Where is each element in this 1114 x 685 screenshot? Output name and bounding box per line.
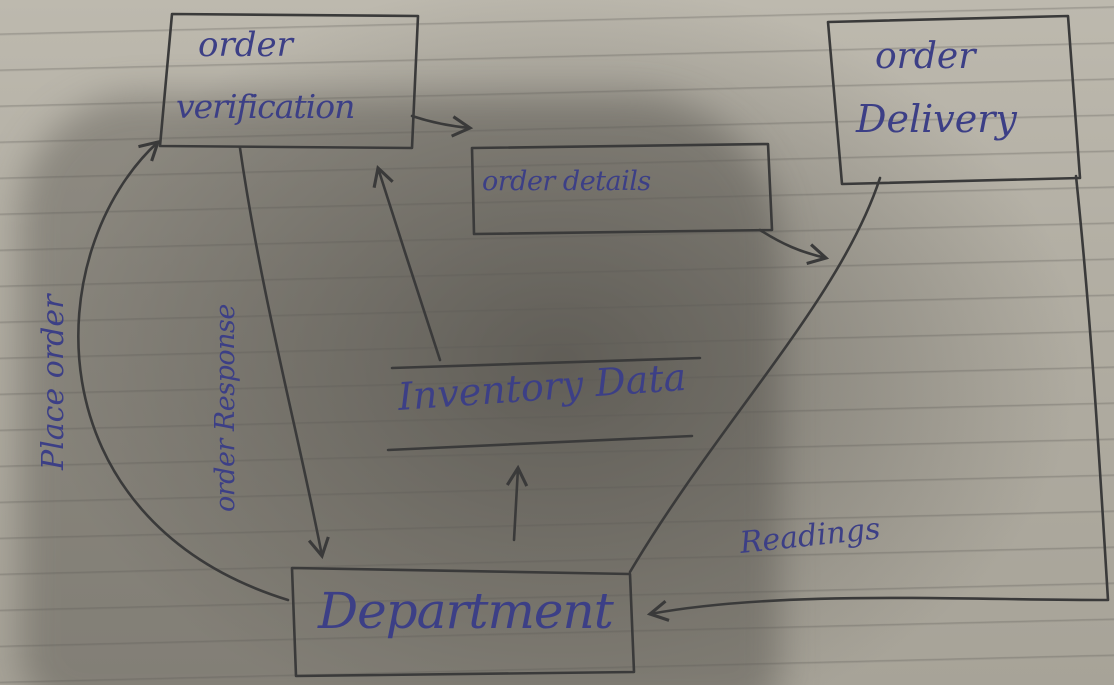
readings-arrow	[646, 174, 1110, 622]
order-delivery-box	[826, 14, 1082, 186]
order-verification-label-line1: order	[198, 25, 293, 65]
order-details-label: order details	[482, 166, 651, 197]
order-response-arrow	[238, 146, 330, 560]
order-delivery-label-line1: order	[875, 36, 976, 77]
department-box	[290, 566, 636, 678]
order-details-box	[470, 142, 774, 236]
order-delivery-label-line2: Delivery	[856, 97, 1017, 141]
hand-shadow	[20, 95, 780, 685]
inventory-data-bottom-line	[386, 434, 694, 452]
delivery-to-department-line	[628, 176, 882, 574]
details-to-delivery-arrow	[758, 228, 830, 266]
order-verification-label-line2: verification	[176, 87, 355, 126]
place-order-flow-label: Place order	[36, 294, 71, 470]
order-response-flow-label: order Response	[210, 304, 241, 512]
inventory-to-verification-arrow	[372, 164, 442, 362]
department-label: Department	[318, 582, 614, 640]
order-verification-box	[158, 12, 420, 150]
verification-to-details-arrow	[410, 114, 474, 138]
place-order-arrow	[77, 139, 290, 602]
inventory-data-top-line	[390, 356, 702, 370]
department-to-inventory-arrow	[505, 464, 529, 542]
